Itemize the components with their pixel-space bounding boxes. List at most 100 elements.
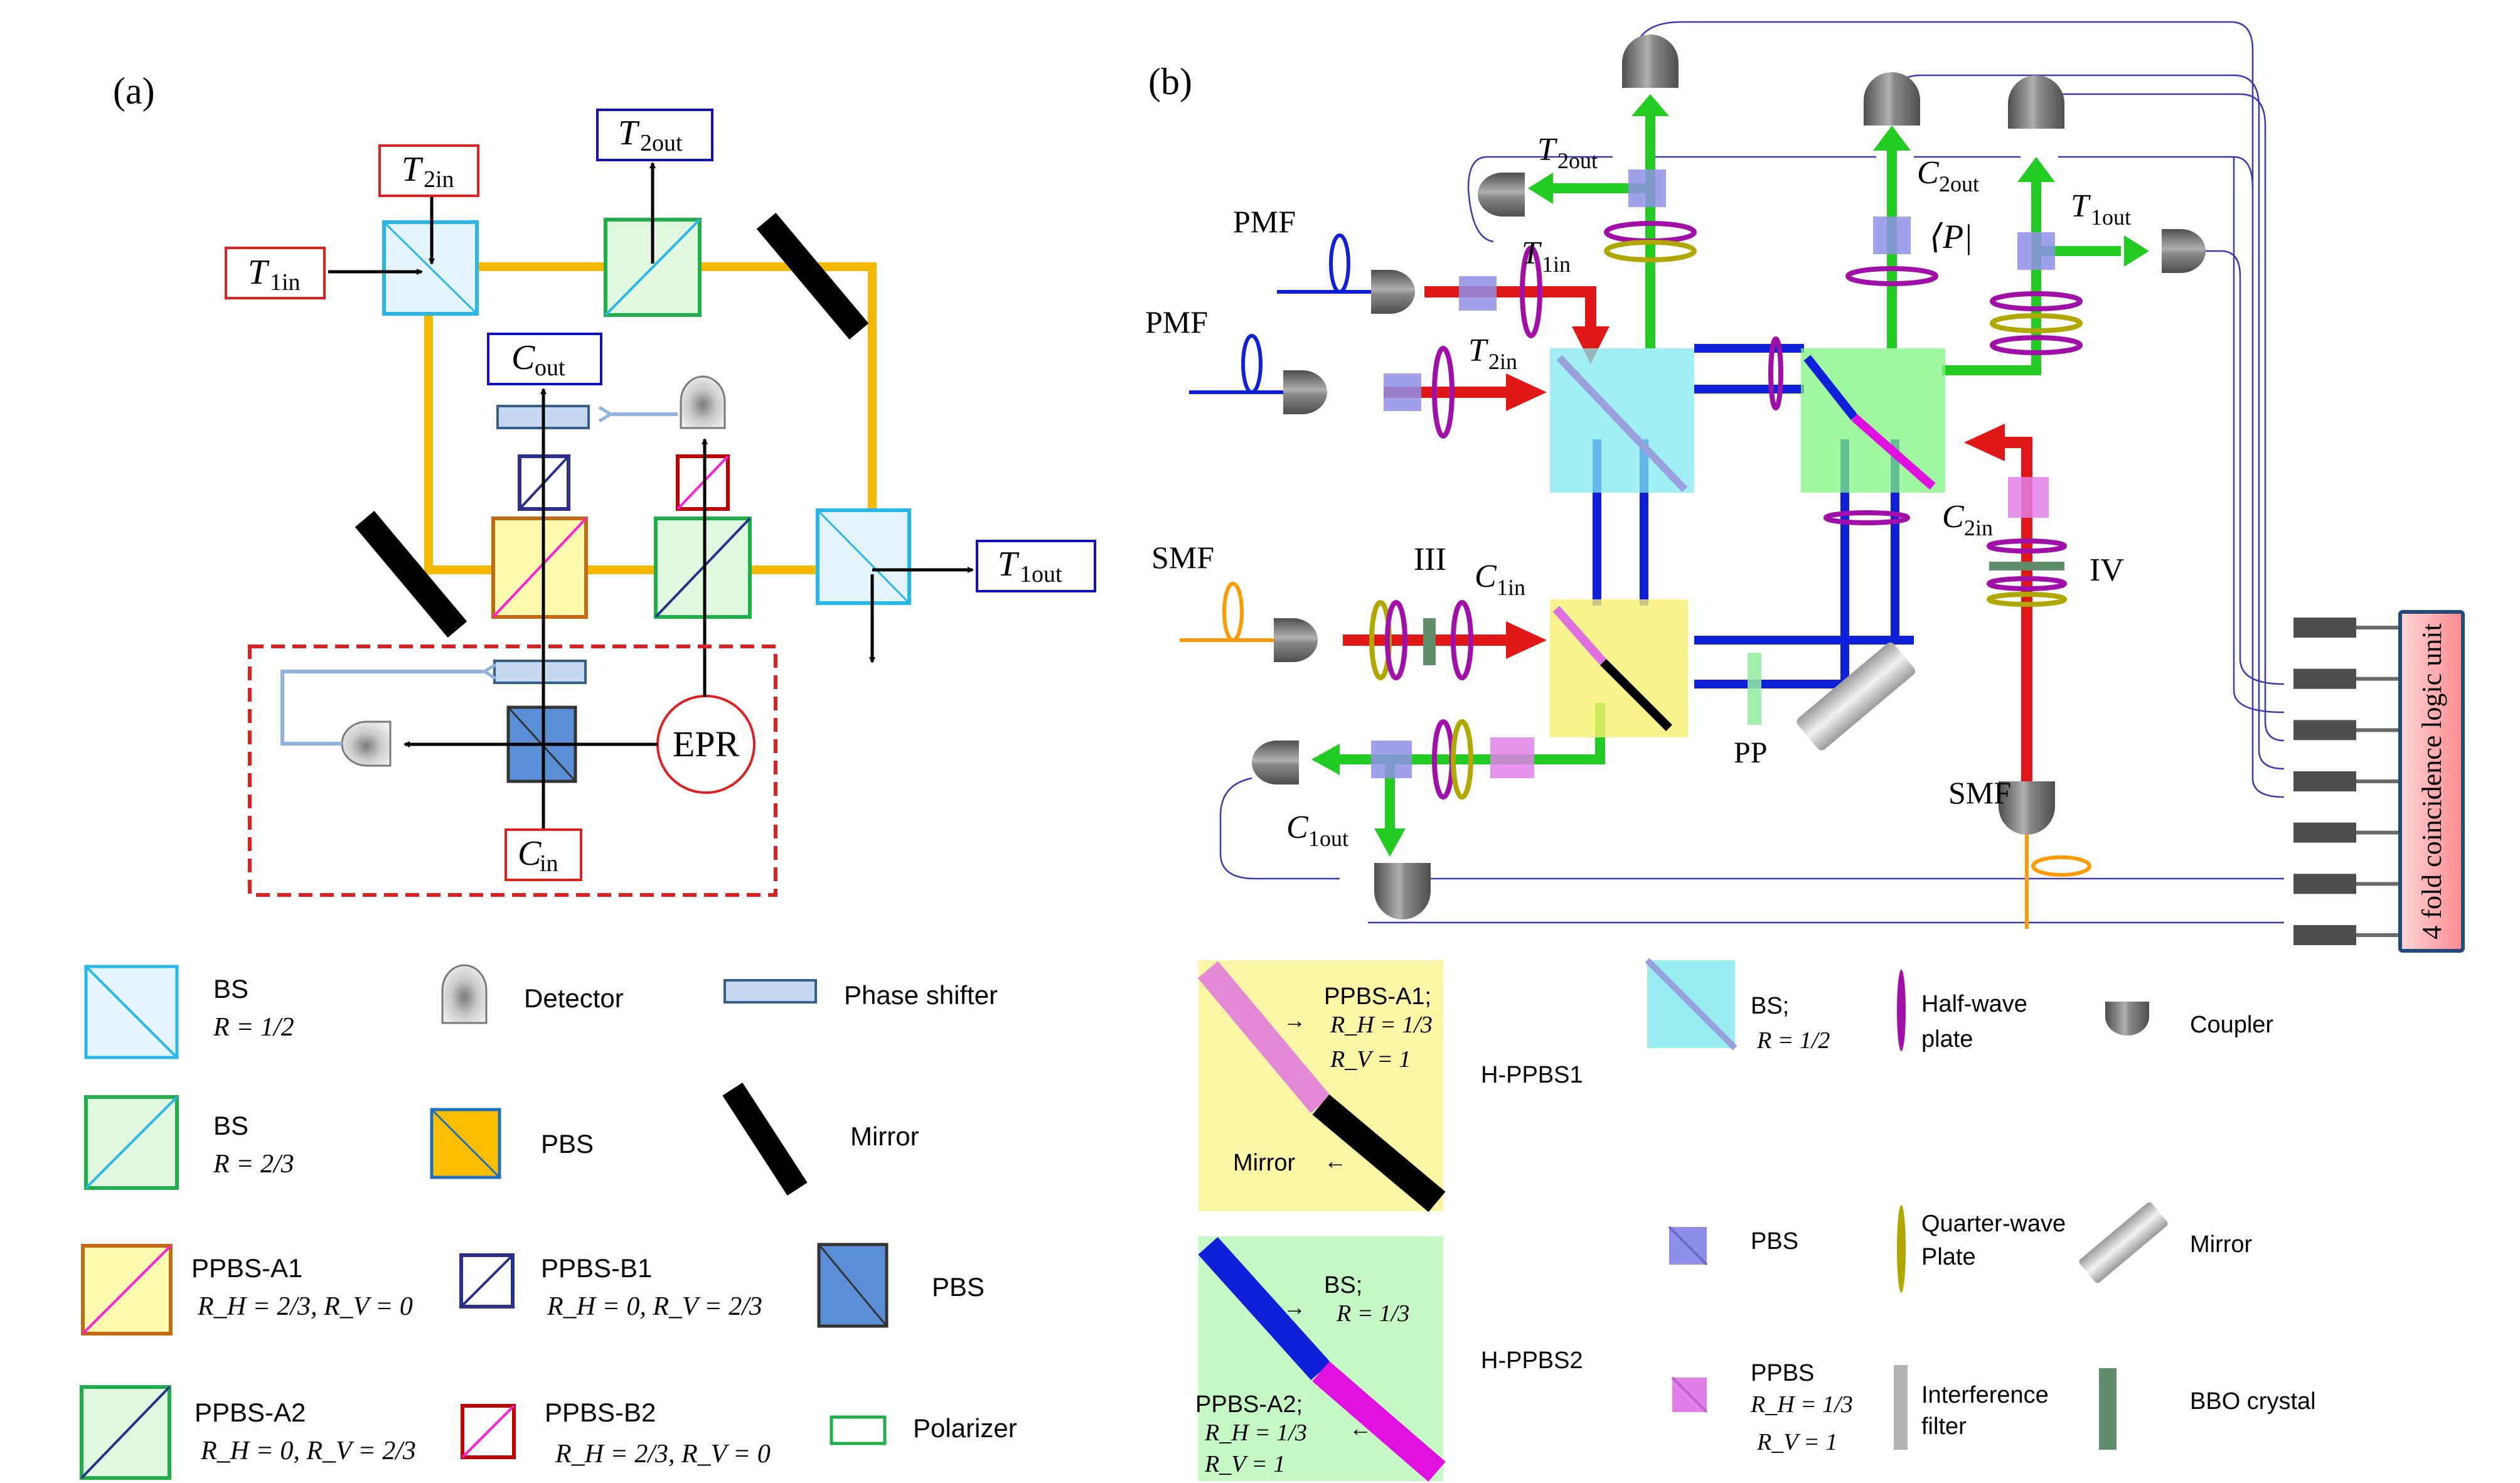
svg-text:T: T xyxy=(618,114,640,153)
svg-text:filter: filter xyxy=(1921,1413,1967,1440)
panel-b: (b) xyxy=(1145,21,2465,953)
coincidence-channels xyxy=(2293,618,2400,945)
svg-text:T: T xyxy=(402,150,424,189)
legend-item-pbs-yellow: PBS xyxy=(430,1108,594,1179)
svg-text:Plate: Plate xyxy=(1921,1244,1976,1270)
legend-item-ppbs-b1: PPBS-B1 R_H = 0, R_V = 2/3 xyxy=(459,1253,762,1321)
svg-text:PPBS-B2: PPBS-B2 xyxy=(545,1398,656,1427)
svg-text:R_H = 0, R_V = 2/3: R_H = 0, R_V = 2/3 xyxy=(200,1437,416,1465)
detector-icon xyxy=(680,375,726,429)
svg-text:BS;: BS; xyxy=(1751,993,1789,1019)
svg-text:plate: plate xyxy=(1921,1026,1973,1052)
svg-text:PPBS-A1;: PPBS-A1; xyxy=(1324,983,1431,1010)
h-ppbs2-cube xyxy=(1801,348,1945,493)
svg-text:←: ← xyxy=(1349,1415,1372,1441)
svg-text:BBO crystal: BBO crystal xyxy=(2190,1388,2316,1415)
h-ppbs1-cube xyxy=(1550,599,1688,737)
legend-item-interference-filter: Interference filter xyxy=(1894,1365,2049,1450)
coupler-icon xyxy=(1478,173,1525,217)
svg-text:2in: 2in xyxy=(1488,349,1517,374)
coupler-icon xyxy=(1999,781,2055,835)
svg-text:C: C xyxy=(1475,559,1497,594)
panel-a-label: (a) xyxy=(113,70,155,112)
svg-text:T: T xyxy=(1522,235,1542,271)
svg-text:Phase shifter: Phase shifter xyxy=(844,980,998,1010)
pp-label: PP xyxy=(1734,736,1767,769)
coincidence-channel xyxy=(2293,668,2356,689)
legend-item-mirror-b: Mirror xyxy=(2079,1202,2253,1283)
svg-text:1in: 1in xyxy=(270,269,301,296)
coincidence-channel xyxy=(2293,874,2356,894)
svg-text:PPBS: PPBS xyxy=(1751,1360,1814,1386)
svg-text:R = 1/2: R = 1/2 xyxy=(1756,1027,1830,1054)
detector-icon xyxy=(341,720,392,767)
ppbs-a2-element xyxy=(654,517,752,619)
svg-text:1out: 1out xyxy=(1308,826,1348,851)
legend-item-bbo: BBO crystal xyxy=(2099,1368,2316,1450)
port-t1in: T 1in xyxy=(225,247,326,299)
coupler-icon xyxy=(1864,72,1920,126)
svg-text:R_H = 2/3, R_V = 0: R_H = 2/3, R_V = 0 xyxy=(555,1440,771,1469)
coupler-icon xyxy=(2008,75,2064,129)
ppbs-cubes xyxy=(1490,477,2049,778)
pp-plate xyxy=(1748,653,1761,725)
svg-text:2out: 2out xyxy=(640,130,683,156)
coupler-icon xyxy=(1374,863,1431,919)
coincidence-channel xyxy=(2293,822,2356,843)
label-iv: IV xyxy=(2090,552,2124,588)
coincidence-logic-unit: 4 fold coincidence logic unit xyxy=(2398,610,2465,953)
svg-text:Mirror: Mirror xyxy=(2190,1231,2253,1258)
svg-text:out: out xyxy=(535,355,565,381)
label-iii: III xyxy=(1414,542,1446,577)
svg-text:2out: 2out xyxy=(1557,148,1598,173)
svg-text:R_H = 2/3, R_V = 0: R_H = 2/3, R_V = 0 xyxy=(197,1292,413,1321)
svg-text:1out: 1out xyxy=(1020,561,1062,587)
svg-text:T: T xyxy=(2071,188,2091,224)
svg-text:1out: 1out xyxy=(2091,205,2131,230)
svg-text:R_V = 1: R_V = 1 xyxy=(1204,1451,1285,1477)
bs-cube-top xyxy=(1550,348,1694,493)
svg-text:1in: 1in xyxy=(1497,575,1525,600)
coincidence-channel xyxy=(2293,925,2356,945)
svg-text:R_H = 1/3: R_H = 1/3 xyxy=(1204,1420,1307,1446)
detector-cables xyxy=(1219,21,2285,924)
legend-item-bs-half: BS R = 1/2 xyxy=(84,965,294,1059)
bs-half-right xyxy=(816,508,911,605)
port-t2out: T 2out xyxy=(596,109,713,161)
legend-item-detector: Detector xyxy=(441,964,624,1024)
output-arrowheads xyxy=(1311,94,2149,857)
svg-text:in: in xyxy=(540,850,558,877)
svg-text:2in: 2in xyxy=(424,166,454,193)
mirror-top-right xyxy=(756,213,869,340)
bbo-crystal-iv xyxy=(1989,562,2064,570)
svg-text:1in: 1in xyxy=(1542,252,1571,277)
h-ppbs2-name: H-PPBS2 xyxy=(1481,1347,1583,1374)
coupler-icon xyxy=(1622,35,1679,88)
coupler-icon xyxy=(1274,618,1318,662)
label-pmf-1: PMF xyxy=(1233,204,1296,239)
svg-text:C: C xyxy=(1917,155,1940,191)
legend-item-h-ppbs1: PPBS-A1; → R_H = 1/3 R_V = 1 Mirror ← H-… xyxy=(1197,960,1583,1213)
coincidence-channel xyxy=(2293,771,2356,791)
svg-text:Half-wave: Half-wave xyxy=(1921,991,2027,1017)
svg-text:BS: BS xyxy=(213,1111,248,1140)
port-cin: C in xyxy=(505,828,582,881)
h-ppbs1-name: H-PPBS1 xyxy=(1481,1062,1583,1088)
svg-text:PPBS-A1: PPBS-A1 xyxy=(191,1253,302,1283)
svg-text:Mirror: Mirror xyxy=(1233,1150,1296,1176)
detector-icon xyxy=(441,964,488,1024)
legend-item-polarizer: Polarizer xyxy=(830,1413,1017,1445)
mirror-icon xyxy=(2079,1202,2168,1283)
svg-text:T: T xyxy=(998,545,1020,584)
measurement-dashed-box xyxy=(248,645,777,897)
svg-text:→: → xyxy=(1283,1294,1306,1320)
svg-text:PBS: PBS xyxy=(932,1272,985,1302)
coupler-icon xyxy=(1283,370,1327,414)
legend-item-bs-twothird: BS R = 2/3 xyxy=(84,1095,294,1190)
svg-text:C: C xyxy=(518,834,542,873)
couplers xyxy=(1252,35,2206,919)
svg-text:T: T xyxy=(248,253,270,292)
svg-text:R = 1/2: R = 1/2 xyxy=(213,1013,294,1042)
port-t2in: T 2in xyxy=(378,144,479,197)
